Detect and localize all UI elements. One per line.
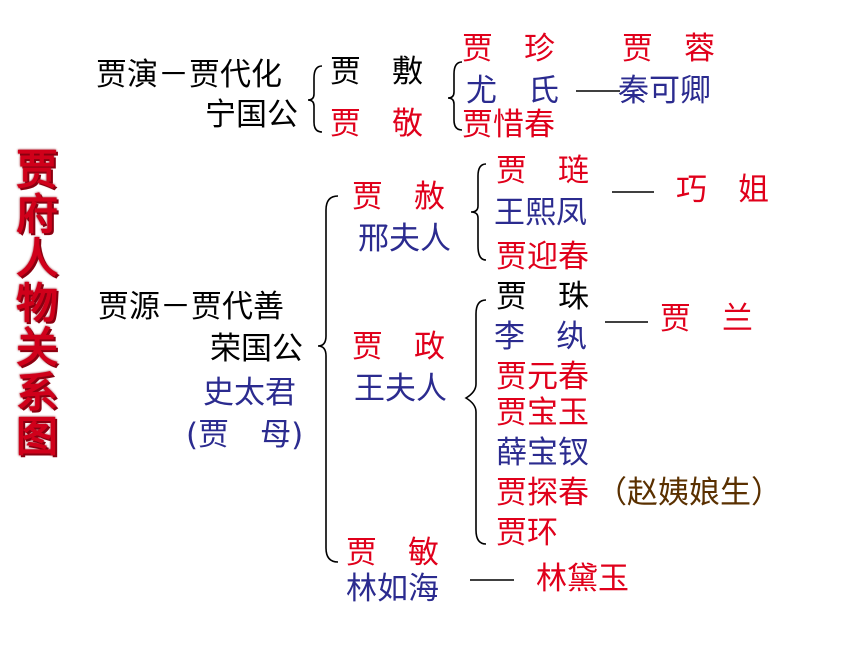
node-jia-jing: 贾 敬 (330, 106, 423, 142)
tanchun-note: （赵姨娘生） (596, 475, 782, 511)
rongguo-ancestor: 贾源－贾代善 (98, 289, 284, 325)
node-jia-tanchun: 贾探春 (496, 475, 589, 511)
ningguo-brace (307, 65, 323, 133)
node-qiaojie: 巧 姐 (676, 172, 769, 208)
ningguo-ancestor: 贾演－贾代化 (96, 57, 282, 93)
node-you-shi: 尤 氏 (466, 73, 559, 109)
node-jia-zhen: 贾 珍 (462, 31, 555, 67)
node-shi-taijun: 史太君 (203, 375, 296, 411)
node-jia-huan: 贾环 (496, 515, 558, 551)
node-jia-lan: 贾 兰 (660, 301, 753, 337)
title-char: 图 (15, 412, 58, 461)
rongguo-brace (317, 195, 339, 563)
node-jia-min: 贾 敏 (346, 535, 439, 571)
node-xue-baochai: 薛宝钗 (496, 435, 589, 471)
node-jia-yingchun: 贾迎春 (496, 239, 589, 275)
node-li-wan: 李 纨 (494, 319, 587, 355)
node-lin-ruhai: 林如海 (346, 571, 439, 607)
node-jia-rong: 贾 蓉 (622, 31, 715, 67)
node-jia-baoyu: 贾宝玉 (496, 395, 589, 431)
title-char: 系 (15, 367, 58, 417)
diagram-title: 贾府人物关系图 (12, 145, 62, 461)
title-char: 关 (15, 323, 58, 372)
node-wang-furen: 王夫人 (354, 371, 447, 407)
node-jia-she: 贾 赦 (352, 179, 445, 215)
node-jia-zheng: 贾 政 (352, 329, 445, 365)
rongguo-title: 荣国公 (210, 331, 303, 367)
node-jia-lian: 贾 琏 (496, 153, 589, 189)
node-jia-yuanchun: 贾元春 (496, 359, 589, 395)
jing-brace (447, 61, 463, 131)
node-jia-xichun: 贾惜春 (462, 107, 555, 143)
node-jia-mu: (贾 母) (186, 417, 304, 453)
node-xing-furen: 邢夫人 (358, 221, 451, 257)
node-jia-zhu: 贾 珠 (496, 279, 589, 315)
node-jia-fu: 贾 敷 (330, 54, 423, 90)
diagram-title-text: 贾府人物关系图 (12, 145, 62, 461)
title-char: 物 (15, 278, 58, 328)
she-brace (470, 163, 487, 261)
node-qin-keqing: 秦可卿 (618, 73, 711, 109)
title-char: 府 (15, 189, 58, 239)
node-lin-daiyu: 林黛玉 (536, 561, 629, 597)
zheng-brace (464, 299, 487, 545)
title-char: 贾 (15, 145, 58, 194)
node-wang-xifeng: 王熙凤 (494, 195, 587, 231)
ningguo-title: 宁国公 (205, 97, 298, 133)
title-char: 人 (15, 234, 58, 283)
